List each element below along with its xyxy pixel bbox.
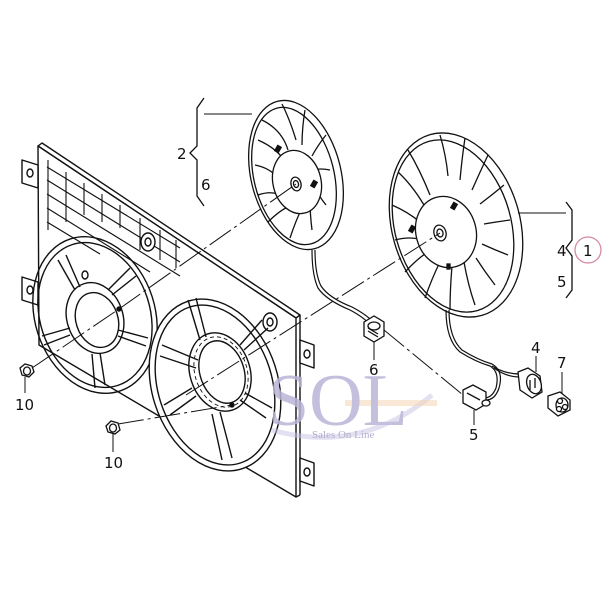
plug-4 xyxy=(517,367,543,399)
callout-6-group: 6 xyxy=(201,176,211,194)
bracket-group-2 xyxy=(189,97,205,207)
callout-10-left: 10 xyxy=(15,396,34,414)
large-fan xyxy=(388,132,524,401)
plug-7 xyxy=(547,391,571,417)
connector-6 xyxy=(363,315,385,343)
bracket-group-1 xyxy=(565,201,573,299)
callout-7: 7 xyxy=(557,354,567,372)
watermark-tagline: Sales On Line xyxy=(312,429,374,441)
mount-tab xyxy=(299,457,315,487)
watermark: SOL Sales On Line xyxy=(268,360,437,442)
callout-10-lower: 10 xyxy=(104,454,123,472)
callout-2: 2 xyxy=(177,145,187,163)
shroud-boss xyxy=(262,312,278,332)
callout-5-connector: 5 xyxy=(469,426,479,444)
assembly-lines xyxy=(24,113,566,452)
callout-4-plug: 4 xyxy=(531,339,541,357)
nut-10-lower xyxy=(105,420,121,435)
callout-6-connector: 6 xyxy=(369,361,379,379)
connector-5 xyxy=(462,384,491,411)
callout-4-group: 4 xyxy=(557,242,567,260)
right-fan-opening xyxy=(148,297,282,472)
fan-shroud xyxy=(21,142,315,498)
shroud-boss xyxy=(140,232,156,252)
mount-tab xyxy=(299,339,315,369)
watermark-logo: SOL xyxy=(268,360,408,442)
nut-10-left xyxy=(19,363,35,378)
callout-1: 1 xyxy=(583,242,593,260)
small-fan xyxy=(247,99,374,326)
highlight-circle xyxy=(574,236,602,264)
callout-5-group: 5 xyxy=(557,273,567,291)
mount-tab xyxy=(21,159,39,189)
